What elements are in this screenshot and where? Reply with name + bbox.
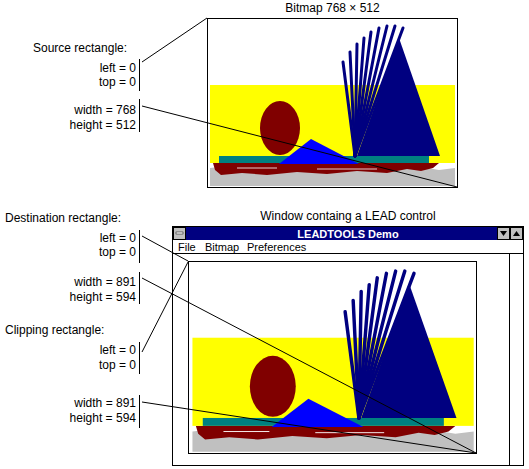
window-title: LEADTOOLS Demo	[172, 227, 524, 241]
bitmap-picture	[210, 26, 455, 186]
minimize-button	[498, 228, 510, 240]
window-frame	[173, 227, 524, 466]
rect-value: height = 594	[70, 411, 136, 425]
rect-value: width = 768	[74, 103, 136, 117]
lead-control	[189, 262, 477, 454]
bracket	[139, 272, 140, 304]
group-heading: Destination rectangle:	[5, 211, 121, 225]
rect-value: width = 891	[74, 396, 136, 410]
bitmap-box: Bitmap 768 × 512	[207, 18, 458, 188]
menu-item: Bitmap	[205, 240, 239, 254]
group-heading: Source rectangle:	[33, 41, 127, 55]
brackets	[139, 59, 140, 428]
rect-value: top = 0	[99, 245, 136, 259]
leader-line	[142, 402, 476, 453]
menu-item: Preferences	[247, 240, 306, 254]
bracket	[139, 395, 140, 428]
system-menu-box	[174, 228, 186, 240]
rect-value: left = 0	[100, 343, 136, 357]
bracket	[139, 99, 140, 132]
title-bar	[173, 227, 523, 240]
menu-item: File	[178, 240, 196, 254]
bracket	[139, 342, 140, 374]
rect-value: top = 0	[99, 75, 136, 89]
minimize-arrow	[500, 231, 507, 236]
bitmap-title: Bitmap 768 × 512	[207, 1, 458, 15]
leader-line	[142, 18, 207, 62]
leader-line	[142, 106, 457, 187]
bracket	[139, 59, 140, 91]
window-box: Window containg a LEAD controlLEADTOOLS …	[172, 226, 524, 466]
rect-value: height = 594	[70, 290, 136, 304]
rect-value: left = 0	[100, 61, 136, 75]
rect-value: height = 512	[70, 118, 136, 132]
maximize-arrow	[513, 231, 520, 236]
menu-bar-rule	[172, 253, 524, 254]
leader-line	[142, 262, 188, 352]
maximize-button	[511, 228, 523, 240]
leader-line	[142, 278, 476, 453]
rect-value: top = 0	[99, 358, 136, 372]
rect-value: left = 0	[100, 231, 136, 245]
displayed-picture	[192, 271, 473, 452]
bitmap-frame	[208, 19, 458, 188]
system-menu-dash	[176, 232, 183, 234]
bracket	[139, 230, 140, 263]
group-heading: Clipping rectangle:	[5, 323, 104, 337]
rect-value: width = 891	[74, 275, 136, 289]
client-edge	[509, 254, 510, 466]
window-caption: Window containg a LEAD control	[172, 209, 524, 223]
